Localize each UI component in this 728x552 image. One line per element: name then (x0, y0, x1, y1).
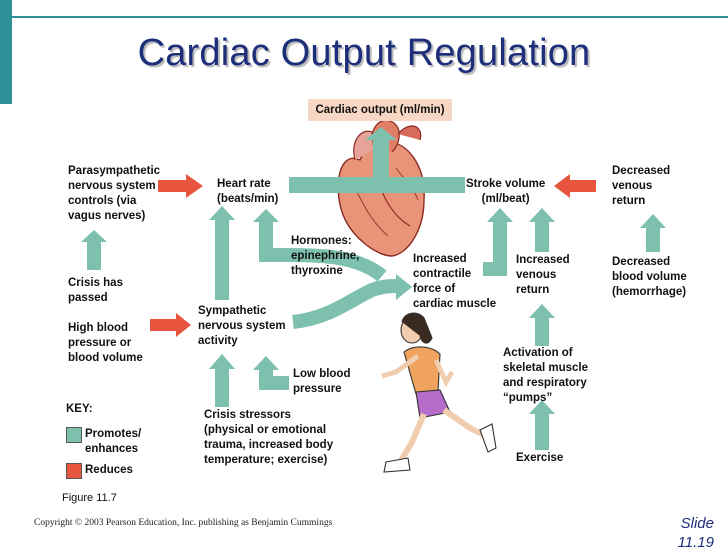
left-accent-bar (0, 0, 12, 104)
to-cardiac-output-head (365, 127, 397, 140)
runner-illustration (381, 312, 497, 473)
to-cardiac-output-stem (373, 139, 389, 179)
crisis-passed-label: Crisis has passed (68, 277, 123, 304)
merge-bar (289, 177, 465, 193)
hormones-label: Hormones: epinephrine, thyroxine (291, 235, 360, 277)
promotes-swatch (66, 427, 82, 443)
high-bp-label: High blood pressure or blood volume (68, 322, 143, 364)
activation-label: Activation of skeletal muscle and respir… (503, 347, 589, 404)
increased-venous-label: Increased venous return (516, 254, 570, 296)
key-reduces-label: Reduces (85, 464, 133, 476)
reduces-swatch (66, 463, 82, 479)
promote-arrows (81, 127, 666, 450)
decreased-blood-volume-label: Decreased blood volume (hemorrhage) (612, 256, 687, 298)
stroke-volume-label: Stroke volume (ml/beat) (466, 178, 546, 205)
increased-contractile-label: Increased contractile force of cardiac m… (413, 253, 497, 310)
figure-label: Figure 11.7 (62, 492, 117, 504)
cardiac-output-box: Cardiac output (ml/min) (308, 99, 452, 121)
key-title: KEY: (66, 403, 93, 415)
sympathetic-label: Sympathetic nervous system activity (198, 305, 286, 347)
crisis-stressors-label: Crisis stressors (physical or emotional … (204, 409, 334, 466)
top-frame-line (0, 0, 728, 18)
reduce-arrows (150, 174, 596, 337)
exercise-label: Exercise (516, 452, 564, 464)
key-promotes-label: Promotes/ enhances (85, 428, 142, 455)
heart-rate-label: Heart rate (beats/min) (217, 178, 279, 205)
decreased-venous-label: Decreased venous return (612, 165, 671, 207)
slide-number: Slide 11.19 (677, 515, 714, 551)
copyright-footer: Copyright © 2003 Pearson Education, Inc.… (34, 518, 333, 528)
parasympathetic-label: Parasympathetic nervous system controls … (68, 165, 161, 222)
curved-promote-arrows (287, 248, 399, 329)
low-bp-label: Low blood pressure (293, 368, 351, 395)
slide-title: Cardiac Output Regulation (137, 32, 591, 74)
